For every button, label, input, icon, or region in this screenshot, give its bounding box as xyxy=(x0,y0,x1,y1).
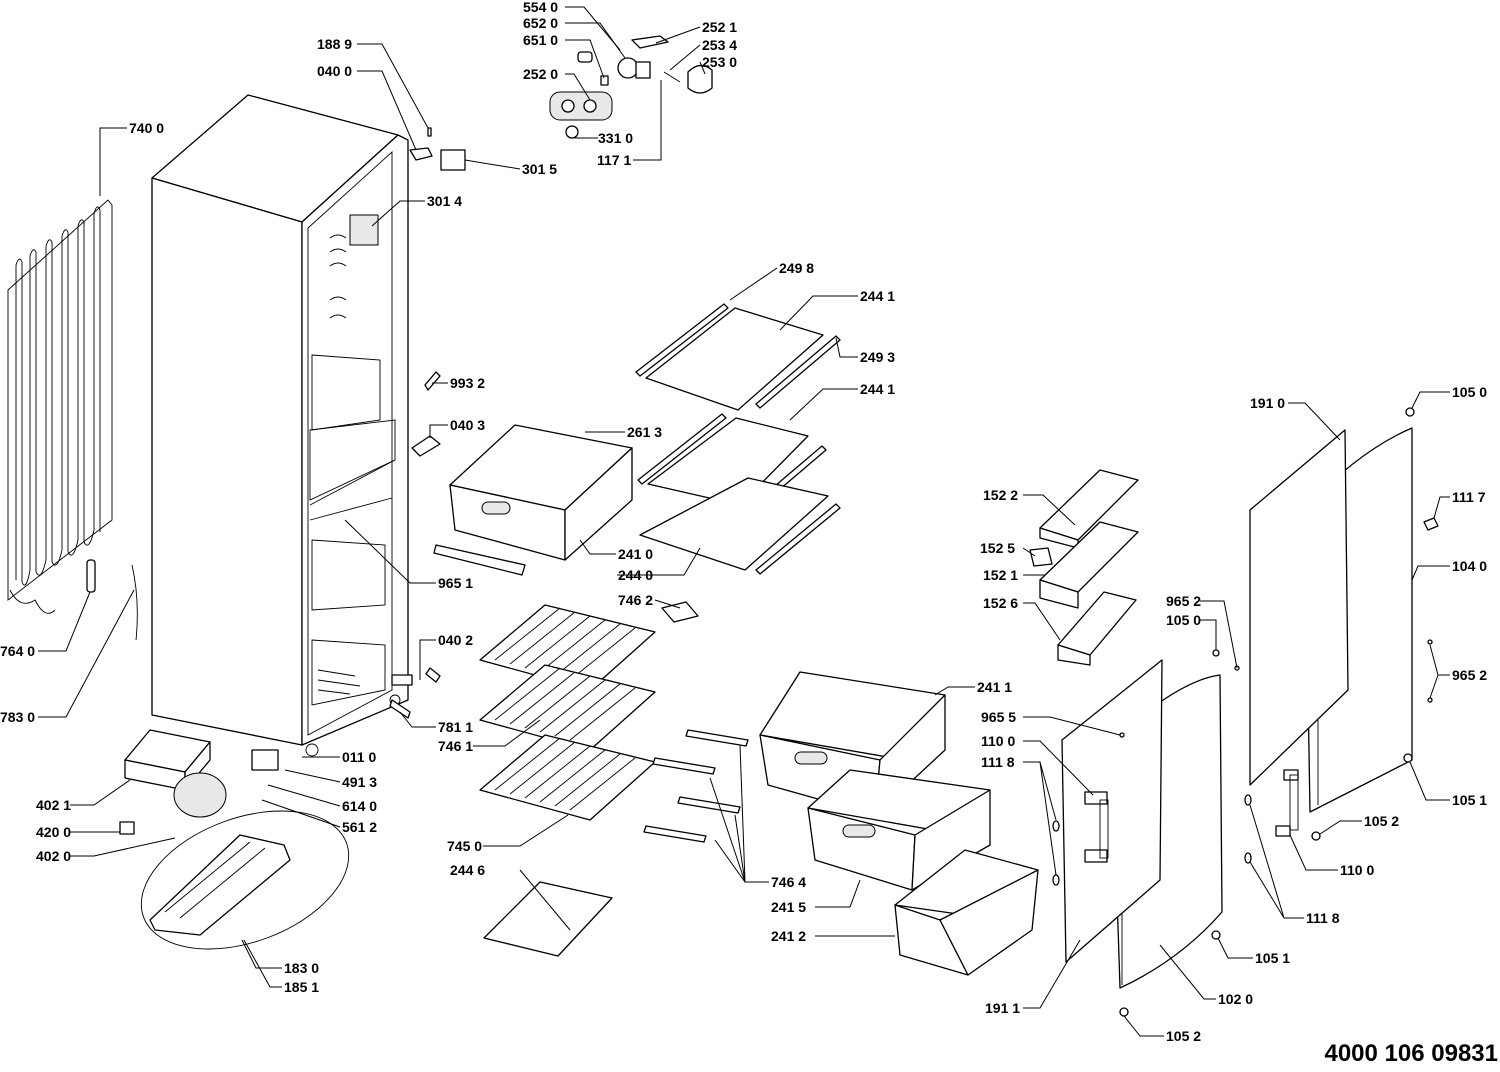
part-label: 185 1 xyxy=(284,979,319,995)
freezer-drawer-2 xyxy=(807,769,991,891)
part-label: 745 0 xyxy=(447,838,482,854)
part-label: 781 1 xyxy=(438,719,473,735)
part-label: 191 1 xyxy=(985,1000,1020,1016)
part-label: 105 0 xyxy=(1452,384,1487,400)
part-label: 491 3 xyxy=(342,774,377,790)
wire-rack-lower xyxy=(479,734,656,821)
part-label: 244 0 xyxy=(618,567,653,583)
part-label: 241 2 xyxy=(771,928,806,944)
refrigerator-cabinet xyxy=(151,94,409,757)
top-hinge xyxy=(409,127,466,171)
part-label: 746 2 xyxy=(618,592,653,608)
part-label: 561 2 xyxy=(342,819,377,835)
part-label: 261 3 xyxy=(627,424,662,440)
part-label: 152 1 xyxy=(983,567,1018,583)
part-label: 117 1 xyxy=(597,152,631,168)
part-label: 965 2 xyxy=(1452,667,1487,683)
door-bin-bottom xyxy=(1057,591,1137,666)
glass-shelf-upper xyxy=(635,303,841,411)
part-label: 252 0 xyxy=(523,66,558,82)
capillary-pipe xyxy=(131,564,138,641)
base-plate xyxy=(140,810,350,950)
part-label: 105 0 xyxy=(1166,612,1201,628)
part-label: 253 0 xyxy=(702,54,737,70)
part-label: 152 5 xyxy=(980,540,1015,556)
part-label: 244 6 xyxy=(450,862,485,878)
leader-lines xyxy=(38,6,1450,1037)
part-label: 402 0 xyxy=(36,848,71,864)
foot-feet xyxy=(251,674,413,771)
part-label: 301 4 xyxy=(427,193,462,209)
part-label: 249 3 xyxy=(860,349,895,365)
part-label: 244 1 xyxy=(860,288,895,304)
part-label: 420 0 xyxy=(36,824,71,840)
part-label: 301 5 xyxy=(522,161,557,177)
part-label: 331 0 xyxy=(598,130,633,146)
part-label: 105 2 xyxy=(1166,1028,1201,1044)
part-drawings xyxy=(7,35,1439,1017)
part-label: 102 0 xyxy=(1218,991,1253,1007)
part-label: 746 1 xyxy=(438,738,473,754)
part-label: 111 8 xyxy=(1306,910,1340,926)
condenser-coil xyxy=(7,199,113,614)
part-label: 993 2 xyxy=(450,375,485,391)
part-label: 402 1 xyxy=(36,797,71,813)
part-label: 965 5 xyxy=(981,709,1016,725)
part-label: 152 2 xyxy=(983,487,1018,503)
wire-rack-middle xyxy=(479,664,656,751)
part-label: 183 0 xyxy=(284,960,319,976)
part-label: 105 1 xyxy=(1452,792,1487,808)
part-label: 111 8 xyxy=(981,754,1015,770)
part-label: 040 0 xyxy=(317,63,352,79)
door-bin-top xyxy=(1039,469,1139,549)
fridge-door xyxy=(1249,427,1439,837)
part-label: 188 9 xyxy=(317,36,352,52)
glass-shelf-lower xyxy=(639,477,841,575)
part-label: 554 0 xyxy=(523,0,558,15)
compressor-bracket xyxy=(124,729,211,791)
part-label: 105 2 xyxy=(1364,813,1399,829)
part-label: 110 0 xyxy=(981,733,1015,749)
freezer-drawer-3 xyxy=(894,849,1039,976)
part-label: 244 1 xyxy=(860,381,895,397)
part-label: 965 2 xyxy=(1166,593,1201,609)
part-label: 965 1 xyxy=(438,575,473,591)
part-label: 746 4 xyxy=(771,874,806,890)
part-label: 241 0 xyxy=(618,546,653,562)
part-label: 740 0 xyxy=(129,120,164,136)
part-label: 764 0 xyxy=(0,643,35,659)
part-label: 241 1 xyxy=(977,679,1012,695)
part-label: 241 5 xyxy=(771,899,806,915)
part-labels: 554 0 652 0 651 0 252 0 331 0 117 1 252 … xyxy=(0,0,1487,1044)
compressor xyxy=(119,772,227,835)
part-label: 191 0 xyxy=(1250,395,1285,411)
part-label: 252 1 xyxy=(702,19,737,35)
freezer-plate xyxy=(483,881,613,957)
part-label: 614 0 xyxy=(342,798,377,814)
part-label: 652 0 xyxy=(523,15,558,31)
part-label: 040 3 xyxy=(450,417,485,433)
screws xyxy=(411,371,1433,1017)
filter-drier xyxy=(86,559,96,593)
part-label: 040 2 xyxy=(438,632,473,648)
freezer-drawer-1 xyxy=(759,671,946,816)
part-label: 249 8 xyxy=(779,260,814,276)
thermostat-assembly xyxy=(549,35,713,139)
part-label: 011 0 xyxy=(342,749,376,765)
part-label: 253 4 xyxy=(702,37,737,53)
part-label: 783 0 xyxy=(0,709,35,725)
part-label: 110 0 xyxy=(1340,862,1374,878)
document-number: 4000 106 09831 xyxy=(1324,1040,1498,1067)
part-label: 111 7 xyxy=(1452,489,1486,505)
part-label: 104 0 xyxy=(1452,558,1487,574)
door-bin-middle xyxy=(1029,521,1139,609)
part-label: 152 6 xyxy=(983,595,1018,611)
freezer-drawer-top xyxy=(433,424,633,576)
freezer-door xyxy=(1061,659,1223,989)
part-label: 651 0 xyxy=(523,32,558,48)
rack-support-bars xyxy=(643,601,749,843)
part-label: 105 1 xyxy=(1255,950,1290,966)
